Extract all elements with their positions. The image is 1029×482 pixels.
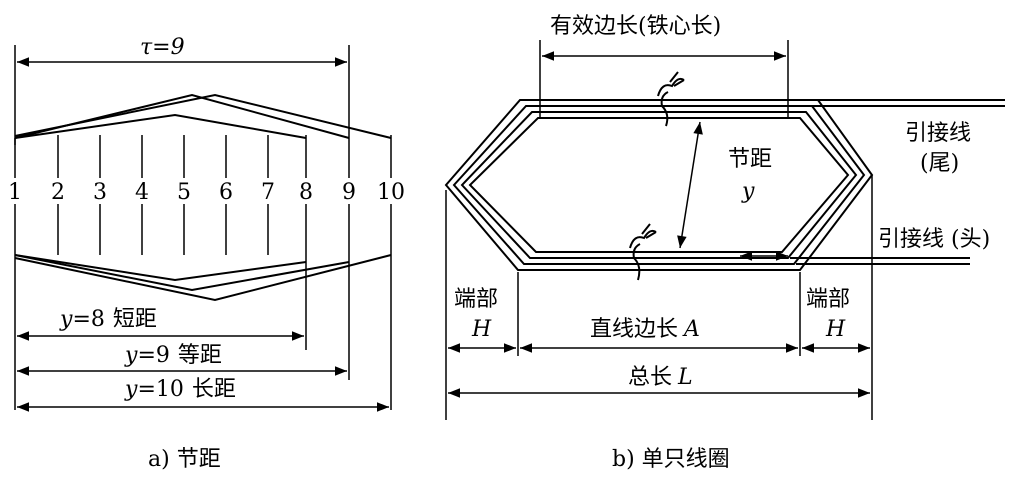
- slot-lines: [14, 135, 392, 410]
- lead-tail-paren: (尾): [920, 151, 959, 176]
- panel-a: τ=9 1 2 3 4 5 6 7 8: [4, 35, 405, 472]
- lead-head-label: 引接线 (头): [878, 227, 990, 252]
- slot-number: 3: [93, 180, 107, 205]
- caption-a: a) 节距: [148, 447, 221, 472]
- slot-number: 5: [177, 180, 191, 205]
- slot-numbers: 1 2 3 4 5 6 7 8 9 10: [4, 178, 405, 205]
- coil-short-bottom: [14, 254, 307, 282]
- caption-b: b) 单只线圈: [612, 447, 730, 472]
- slot-number: 4: [135, 180, 149, 205]
- end-left-var: H: [471, 317, 492, 342]
- slot-number: 1: [8, 180, 22, 205]
- pitch-label: 节距: [728, 147, 772, 172]
- pitch-arrow: [677, 121, 703, 249]
- slot-number: 2: [51, 180, 65, 205]
- end-right-label: 端部: [806, 287, 850, 312]
- pitch-var: y: [741, 179, 755, 204]
- effective-length-label: 有效边长(铁心长): [550, 14, 721, 39]
- binding-tie-top: [657, 71, 685, 127]
- lead-tail-wires: [800, 99, 1005, 107]
- slot-number: 6: [219, 180, 233, 205]
- end-right-var: H: [825, 317, 846, 342]
- lead-head-wires: [790, 257, 970, 265]
- slot-number: 8: [299, 180, 313, 205]
- slot-number: 10: [377, 180, 405, 205]
- coil-turns: [444, 99, 874, 271]
- slot-number: 7: [261, 180, 275, 205]
- tau-label: τ=9: [140, 35, 185, 60]
- coil-short-top: [14, 113, 307, 139]
- coil-equal-bottom: [14, 254, 350, 292]
- coil-long-top: [14, 93, 392, 139]
- coil-long-bottom: [14, 254, 392, 302]
- slot-number: 9: [342, 180, 356, 205]
- panel-b: 有效边长(铁心长) 节距 y: [444, 14, 1005, 472]
- binding-tie-bottom: [629, 223, 657, 281]
- end-left-label: 端部: [454, 287, 498, 312]
- lead-tail-label: 引接线: [905, 121, 971, 146]
